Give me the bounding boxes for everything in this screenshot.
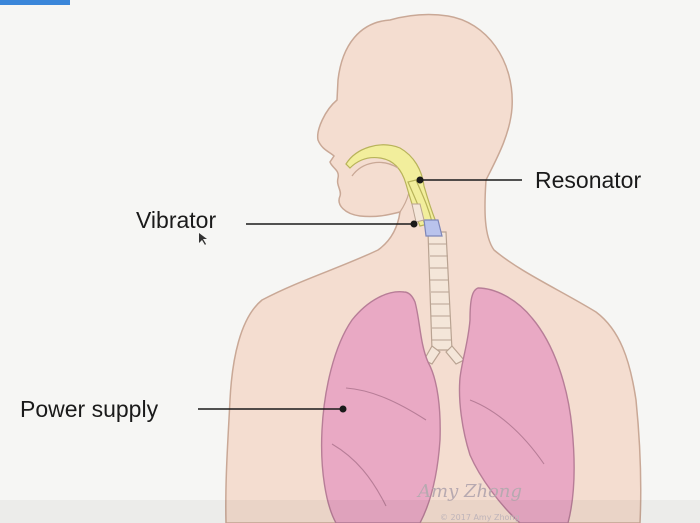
left-lung [320, 291, 441, 523]
title-remnant [0, 0, 70, 5]
power-supply-dot [339, 405, 347, 413]
right-lung [458, 287, 575, 523]
vibrator-dot [410, 220, 418, 228]
power-supply-label: Power supply [20, 396, 159, 422]
lung-fissure [331, 443, 387, 507]
larynx [411, 203, 443, 237]
artist-signature: Amy Zhong [416, 481, 522, 502]
lung-fissure [469, 399, 545, 465]
resonator-label: Resonator [535, 167, 641, 193]
mouse-cursor-icon [199, 233, 207, 245]
bottom-shadow [0, 500, 700, 523]
copyright-notice: © 2017 Amy Zhong [440, 513, 520, 522]
resonator-dot [416, 176, 424, 184]
vibrator-label: Vibrator [136, 207, 216, 233]
lung-fissure [345, 387, 427, 421]
